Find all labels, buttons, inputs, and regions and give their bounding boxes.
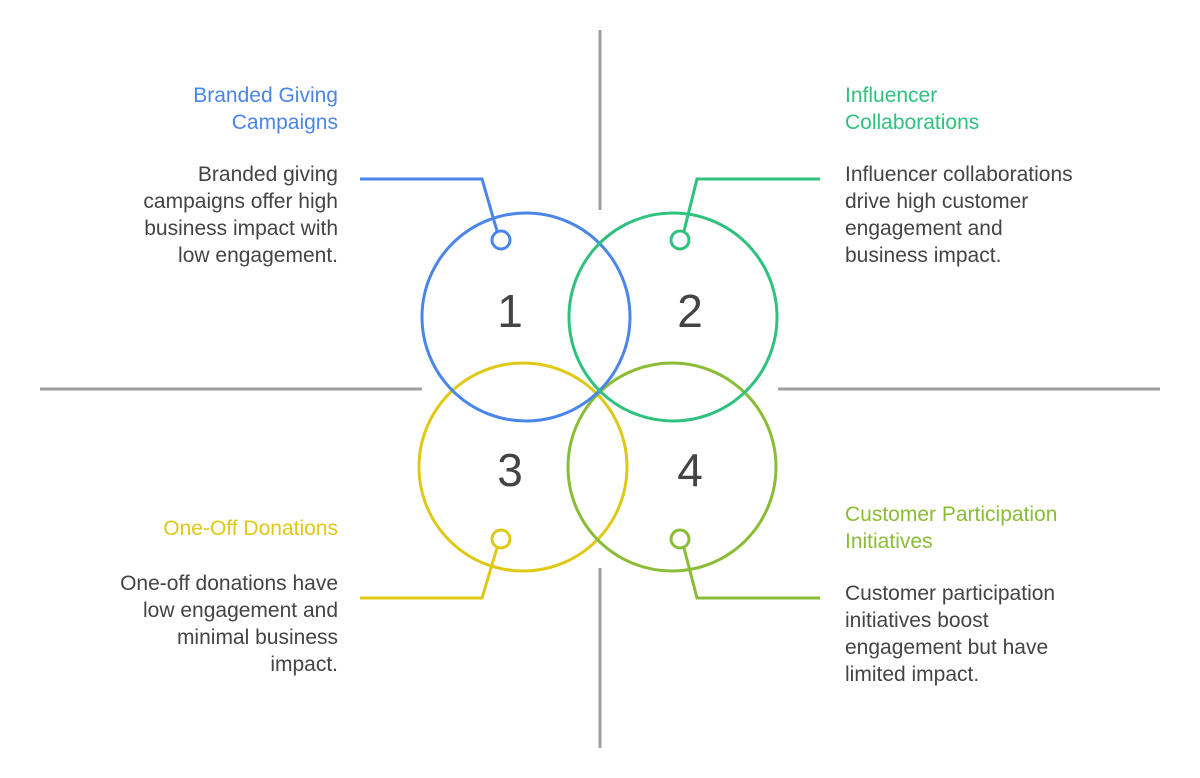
title-line: Campaigns xyxy=(231,111,338,134)
connector-dot-1 xyxy=(490,229,512,251)
description-line: Customer participation xyxy=(845,582,1056,605)
title-line: Initiatives xyxy=(845,530,933,553)
description-line: business impact. xyxy=(845,244,1002,267)
quadrant-1-title: Branded Giving Campaigns xyxy=(193,82,338,136)
quadrant-1-description: Branded giving campaigns offer high busi… xyxy=(143,161,338,269)
title-line: One-Off Donations xyxy=(163,517,338,540)
description-line: One-off donations have xyxy=(120,572,338,595)
description-line: low engagement. xyxy=(178,244,338,267)
title-line: Influencer xyxy=(845,84,938,107)
description-line: Influencer collaborations xyxy=(845,163,1073,186)
description-line: business impact with xyxy=(144,217,338,240)
circle-4 xyxy=(566,361,778,573)
connector-dot-2 xyxy=(669,229,691,251)
title-line: Branded Giving xyxy=(193,84,338,107)
description-line: limited impact. xyxy=(845,663,980,686)
description-line: drive high customer xyxy=(845,190,1029,213)
quadrant-3-description: One-off donations have low engagement an… xyxy=(120,570,338,678)
quadrant-3-title: One-Off Donations xyxy=(163,515,338,542)
quadrant-2-description: Influencer collaborations drive high cus… xyxy=(845,161,1073,269)
quadrant-4-description: Customer participation initiatives boost… xyxy=(845,580,1055,688)
circle-number-2: 2 xyxy=(677,285,703,337)
connector-4 xyxy=(682,547,820,600)
connector-dot-3 xyxy=(490,528,512,550)
circle-number-1: 1 xyxy=(497,285,523,337)
connector-dot-4 xyxy=(669,528,691,550)
description-line: minimal business xyxy=(176,626,338,649)
title-line: Collaborations xyxy=(845,111,980,134)
circle-number-4: 4 xyxy=(677,444,703,496)
connector-3 xyxy=(360,547,499,600)
circle-1 xyxy=(420,211,632,423)
description-line: impact. xyxy=(270,653,338,676)
quadrant-4-title: Customer Participation Initiatives xyxy=(845,501,1057,555)
connector-2 xyxy=(682,177,820,232)
circle-3 xyxy=(417,361,629,573)
description-line: low engagement and xyxy=(143,599,338,622)
description-line: campaigns offer high xyxy=(143,190,338,213)
description-line: initiatives boost xyxy=(845,609,989,632)
description-line: engagement and xyxy=(845,217,1003,240)
connector-1 xyxy=(360,177,499,232)
circle-number-3: 3 xyxy=(497,444,523,496)
quadrant-2-title: Influencer Collaborations xyxy=(845,82,979,136)
title-line: Customer Participation xyxy=(845,503,1058,526)
description-line: Branded giving xyxy=(197,163,338,186)
circle-2 xyxy=(567,211,779,423)
description-line: engagement but have xyxy=(845,636,1049,659)
